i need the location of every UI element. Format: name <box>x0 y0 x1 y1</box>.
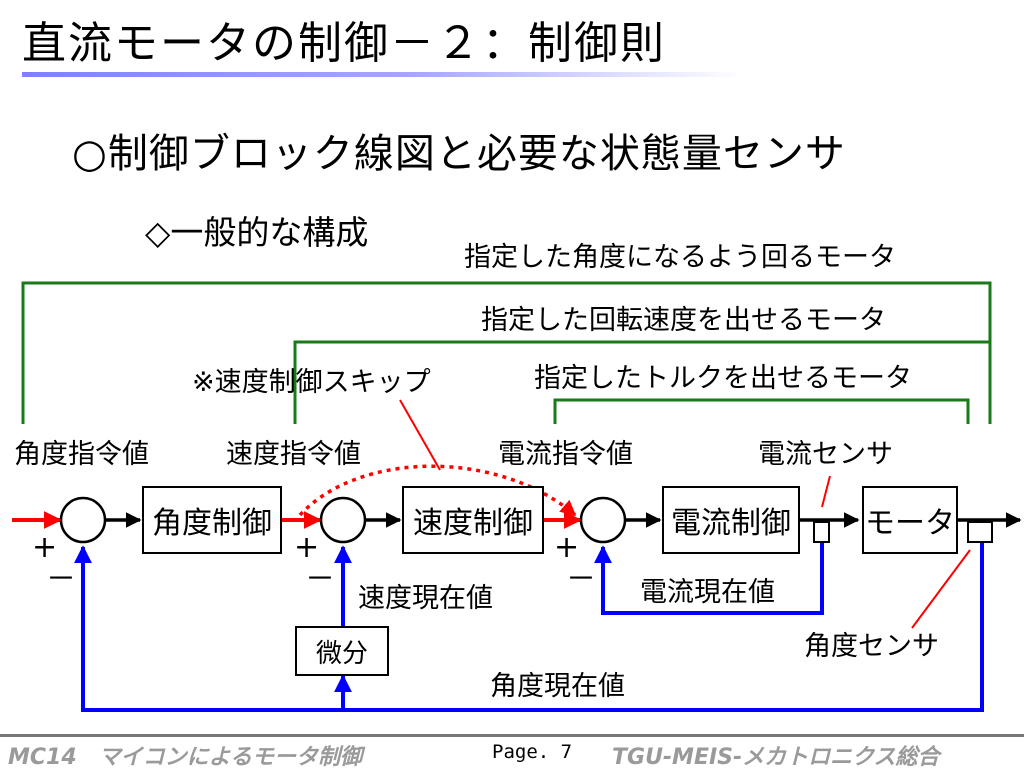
footer-page-number: Page. 7 <box>492 741 573 763</box>
skip-note-pointer <box>399 399 441 471</box>
current-actual-label: 電流現在値 <box>640 577 775 608</box>
angle-loop-bracket <box>21 281 992 424</box>
torque-loop-label: 指定したトルクを出せるモータ <box>534 363 912 394</box>
angle-actual-label: 角度現在値 <box>490 671 625 702</box>
angle-control-block-label: 角度制御 <box>152 506 272 541</box>
angle-command-label: 角度指令値 <box>14 439 149 470</box>
plus-sign-speed: + <box>294 530 320 565</box>
title-underline <box>22 72 742 77</box>
torque-loop-bracket <box>553 398 970 424</box>
differentiator-block-label: 微分 <box>315 638 368 669</box>
plus-sign-current: + <box>554 530 580 565</box>
speed-command-label: 速度指令値 <box>226 439 361 470</box>
current-sensor-pointer <box>821 475 831 508</box>
angle-sensor-label: 角度センサ <box>804 631 939 662</box>
section-heading: ◇一般的な構成 <box>145 213 369 252</box>
angle-sensor-pointer <box>911 549 971 629</box>
speed-loop-bracket <box>293 340 990 424</box>
footer-organization: TGU-MEIS-メカトロニクス総合 <box>612 745 940 770</box>
slide-subtitle: ○制御ブロック線図と必要な状態量センサ <box>72 131 846 177</box>
angle-feedback-line <box>74 540 984 712</box>
speed-actual-label: 速度現在値 <box>358 583 493 614</box>
speed-control-block: 速度制御 <box>402 486 544 554</box>
minus-sign-current: － <box>566 562 596 597</box>
summing-junction-speed <box>319 496 367 544</box>
speed-skip-note: ※速度制御スキップ <box>192 367 431 398</box>
current-control-block: 電流制御 <box>662 486 800 554</box>
footer-course: MC14 マイコンによるモータ制御 <box>8 745 362 770</box>
slide-title: 直流モータの制御－２：制御則 <box>22 18 666 69</box>
current-feedback-line <box>594 540 824 615</box>
current-control-block-label: 電流制御 <box>671 506 791 541</box>
plus-sign-angle: + <box>32 530 58 565</box>
motor-block: モータ <box>862 486 958 554</box>
angle-control-block: 角度制御 <box>142 486 282 554</box>
angle-sensor-box <box>967 521 993 543</box>
differentiator-block: 微分 <box>295 626 389 676</box>
current-sensor-box <box>813 521 830 543</box>
angle-loop-label: 指定した角度になるよう回るモータ <box>464 242 896 273</box>
summing-junction-current <box>579 496 627 544</box>
current-sensor-label: 電流センサ <box>758 439 893 470</box>
minus-sign-speed: － <box>305 562 335 597</box>
summing-junction-angle <box>59 496 107 544</box>
speed-skip-arrow <box>298 464 577 517</box>
current-command-label: 電流指令値 <box>498 439 633 470</box>
footer-divider <box>0 734 1024 737</box>
motor-block-label: モータ <box>865 506 955 541</box>
speed-loop-label: 指定した回転速度を出せるモータ <box>481 305 886 336</box>
speed-control-block-label: 速度制御 <box>413 506 533 541</box>
minus-sign-angle: － <box>46 562 76 597</box>
